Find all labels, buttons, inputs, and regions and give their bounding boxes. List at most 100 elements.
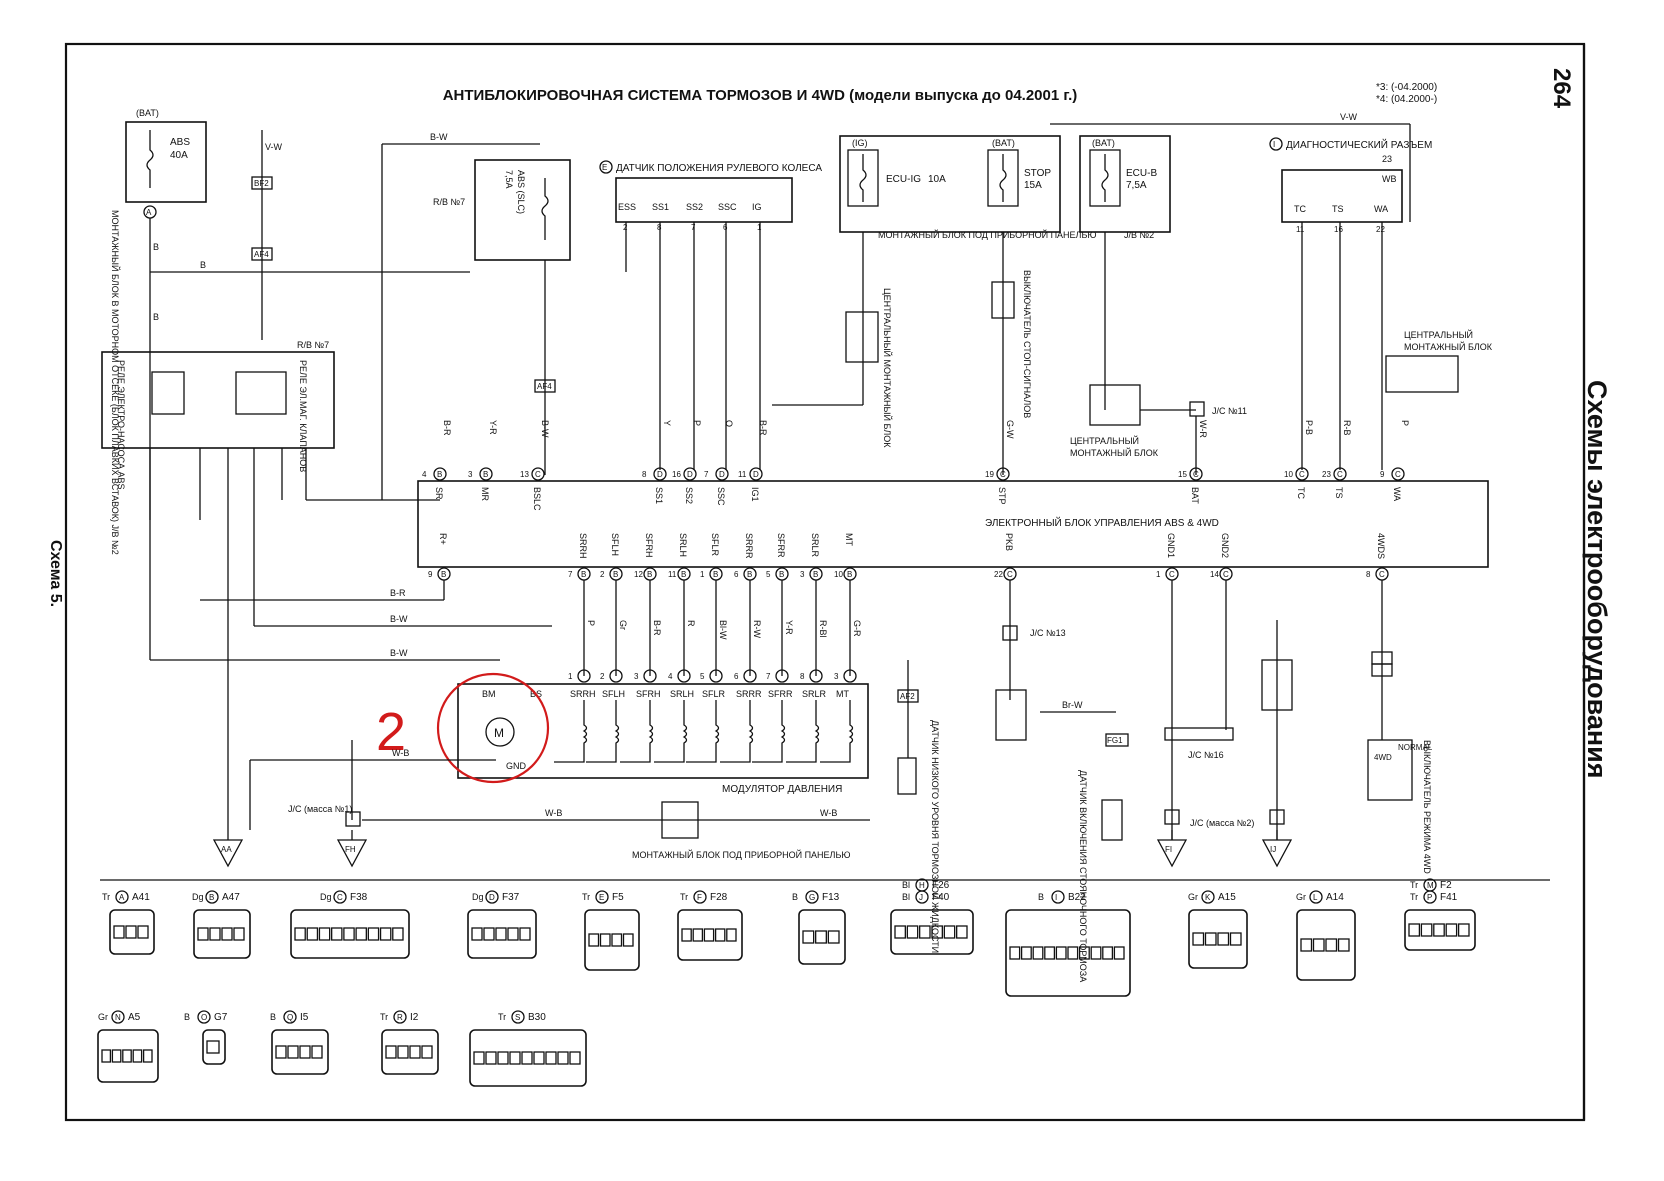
connector-code: A41 (132, 892, 150, 903)
solenoid-coil (720, 700, 754, 763)
diag-wb-num: 23 (1382, 154, 1392, 164)
connector-color: Tr (680, 892, 688, 902)
connector-cell (471, 927, 483, 941)
ecu-bottom-pin-name: R+ (438, 533, 448, 545)
dash-jb-bottom-label: МОНТАЖНЫЙ БЛОК ПОД ПРИБОРНОЙ ПАНЕЛЬЮ (632, 849, 850, 860)
ecu-top-pin-letter: D (687, 470, 693, 479)
solenoid-coil (820, 700, 854, 763)
ecu-top-pin-num: 11 (738, 470, 747, 479)
connector-cell (132, 1049, 143, 1063)
connector-code: F13 (822, 892, 840, 903)
ecu-top-pin-wire: P (692, 420, 702, 426)
fuse-abs-source: (BAT) (136, 108, 159, 118)
mod-pin-marker (809, 669, 823, 683)
mod-pin-marker (677, 669, 691, 683)
ecu-top-pin-letter: C (535, 470, 541, 479)
ecu-top-pin-num: 8 (642, 470, 647, 479)
ecu-top-pin-name: SR (434, 487, 444, 500)
ecu-bottom-pin-letter: B (847, 570, 852, 579)
steering-sensor-label: ДАТЧИК ПОЛОЖЕНИЯ РУЛЕВОГО КОЛЕСА (616, 163, 822, 174)
connector-color: Dg (472, 892, 484, 902)
connector-color: Gr (1296, 892, 1306, 902)
ecu-bottom-pin-name: SRRR (744, 533, 754, 559)
connector-cell (385, 1045, 397, 1059)
ecu-top-pin-letter: C (1395, 470, 1401, 479)
connector-cell (1445, 923, 1458, 937)
connector-cell (101, 1049, 112, 1063)
ecu-top-pin-marker (715, 467, 729, 481)
connector-cell (588, 933, 600, 947)
ecu-bottom-pin-letter: C (1007, 570, 1013, 579)
connector-cell (1433, 923, 1445, 937)
connector-cell (545, 1051, 557, 1065)
connector-letter-marker (1309, 890, 1323, 904)
connector-letter: A (119, 893, 125, 902)
connector-color: B (184, 1012, 190, 1022)
connector-cell (714, 928, 726, 942)
ecu-bottom-pin-num: 7 (568, 570, 573, 579)
connector-cell (1312, 938, 1325, 952)
steering-sensor-letter: E (602, 163, 607, 172)
connector-shape (290, 909, 410, 959)
connector-shape (202, 1029, 226, 1065)
ecu-top-pin-marker (1295, 467, 1309, 481)
connector-cell (1032, 946, 1044, 960)
connector-letter-marker (805, 890, 819, 904)
ecu-top-pin-num: 16 (672, 470, 681, 479)
jc-ground2-box (1164, 809, 1180, 825)
connector-cell (1217, 932, 1230, 946)
connector-color: B (1038, 892, 1044, 902)
ecu-bottom-pin-name: SFRR (776, 533, 786, 558)
fuse-abs-rating: 40A (170, 150, 188, 161)
ground2-label: J/C (масса №2) (1190, 818, 1254, 828)
diag-pin-num: 11 (1296, 225, 1305, 234)
ecu-bottom-pin-num: 2 (600, 570, 605, 579)
mod-bm-label: BM (482, 689, 496, 699)
fuse-ig-source: (IG) (852, 138, 868, 148)
connector-code: I5 (300, 1012, 309, 1023)
diag-pin-name: TS (1332, 204, 1344, 214)
connector-code: F5 (612, 892, 624, 903)
ecu-bottom-pin-letter: B (647, 570, 652, 579)
ecu-bottom-pin-num: 1 (700, 570, 705, 579)
connector-shape (467, 909, 537, 959)
connector-cell (956, 925, 968, 939)
connector-cell (1102, 946, 1114, 960)
connector-cell (1044, 946, 1056, 960)
connector-letter-marker (115, 890, 129, 904)
connector-cell (343, 927, 355, 941)
ecu-bottom-pin-wire: R-W (752, 620, 762, 638)
ecu-top-pin-letter: D (657, 470, 663, 479)
connector-cell (113, 925, 125, 939)
ecu-top-pin-wire: O (724, 420, 734, 427)
ecu-bottom-pin-letter: C (1379, 570, 1385, 579)
wire-bw-626-label: B-W (390, 614, 408, 624)
central-jb-right (1385, 355, 1459, 393)
connector-code2: F40 (932, 892, 950, 903)
fuse-ecub-rating: 7,5A (1126, 180, 1147, 191)
diag-pin-num: 16 (1334, 225, 1343, 234)
ecu-bottom-pin-wire: R (686, 620, 696, 627)
wire-brw-park-label: Br-W (1062, 700, 1083, 710)
fuse-ecub-name: ECU-B (1126, 168, 1157, 179)
connector-shape (584, 909, 640, 971)
connector-shape (469, 1029, 587, 1087)
mod-pin-num: 8 (800, 672, 805, 681)
connector-letter: I (1055, 893, 1057, 902)
pump-motor (485, 717, 515, 747)
fuse-ig-symbol (859, 154, 867, 202)
mod-pin-name: MT (836, 689, 849, 699)
steering-sensor-box (615, 177, 793, 223)
mod-pin-name: SRLH (670, 689, 694, 699)
connector-letter: K (1205, 893, 1211, 902)
ecu-top-pin-letter: C (1299, 470, 1305, 479)
steering-pin-name: ESS (618, 202, 636, 212)
connector-letter: M (1427, 881, 1434, 890)
connector-code: B30 (528, 1012, 546, 1023)
fuse-stop-source: (BAT) (992, 138, 1015, 148)
fuse-slc-name: ABS (SLC) (516, 170, 526, 214)
wire-b-label-3: B (200, 260, 206, 270)
ecu-bottom-pin-num: 14 (1210, 570, 1219, 579)
connector-cell (1078, 946, 1090, 960)
mod-pin-num: 7 (766, 672, 771, 681)
